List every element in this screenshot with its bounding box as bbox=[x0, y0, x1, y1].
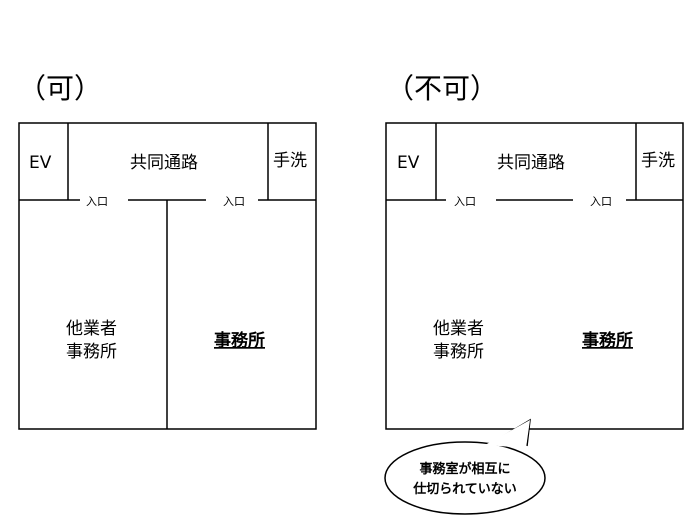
entrance-label: 入口 bbox=[590, 195, 612, 208]
other-office-label: 他業者 bbox=[66, 319, 117, 339]
title-allowed: （可） bbox=[18, 72, 102, 105]
own-office-label: 事務所 bbox=[214, 330, 265, 351]
other-office-label: 事務所 bbox=[433, 342, 484, 362]
outer-wall bbox=[385, 122, 684, 430]
corridor-label: 共同通路 bbox=[130, 153, 198, 173]
other-office-label: 事務所 bbox=[66, 342, 117, 362]
title-not-allowed: （不可） bbox=[386, 72, 498, 105]
entrance-label: 入口 bbox=[223, 195, 245, 208]
plan-allowed: （可） EV 共同通路 手洗 入口 入口 他業者 事務所 事務所 bbox=[18, 72, 317, 430]
entrance-label: 入口 bbox=[454, 195, 476, 208]
washroom-label: 手洗 bbox=[641, 151, 675, 171]
other-office-label: 他業者 bbox=[433, 319, 484, 339]
callout-text: 事務室が相互に bbox=[419, 461, 510, 477]
corridor-label: 共同通路 bbox=[497, 153, 565, 173]
ev-label: EV bbox=[397, 153, 420, 173]
entrance-label: 入口 bbox=[86, 195, 108, 208]
own-office-label: 事務所 bbox=[582, 330, 633, 351]
callout-bubble: 事務室が相互に 仕切られていない bbox=[384, 418, 546, 515]
ev-label: EV bbox=[29, 153, 52, 173]
callout-text: 仕切られていない bbox=[412, 481, 517, 497]
plan-not-allowed: （不可） EV 共同通路 手洗 入口 入口 他業者 事務所 事務所 事務室が相互… bbox=[384, 72, 684, 515]
washroom-label: 手洗 bbox=[273, 151, 307, 171]
